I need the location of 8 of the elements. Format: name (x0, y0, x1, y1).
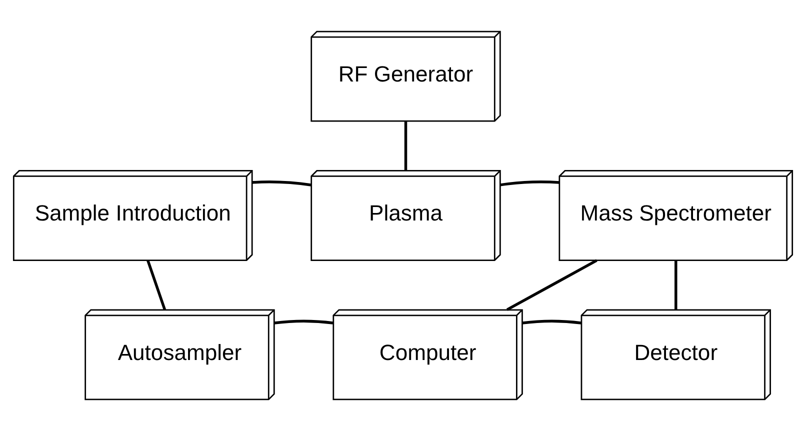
connector (674, 260, 678, 310)
connector (274, 320, 334, 324)
connector (252, 180, 312, 186)
connector (146, 260, 166, 310)
connector (404, 121, 408, 171)
connector (522, 320, 582, 324)
connector (500, 180, 560, 186)
connector (506, 259, 598, 311)
